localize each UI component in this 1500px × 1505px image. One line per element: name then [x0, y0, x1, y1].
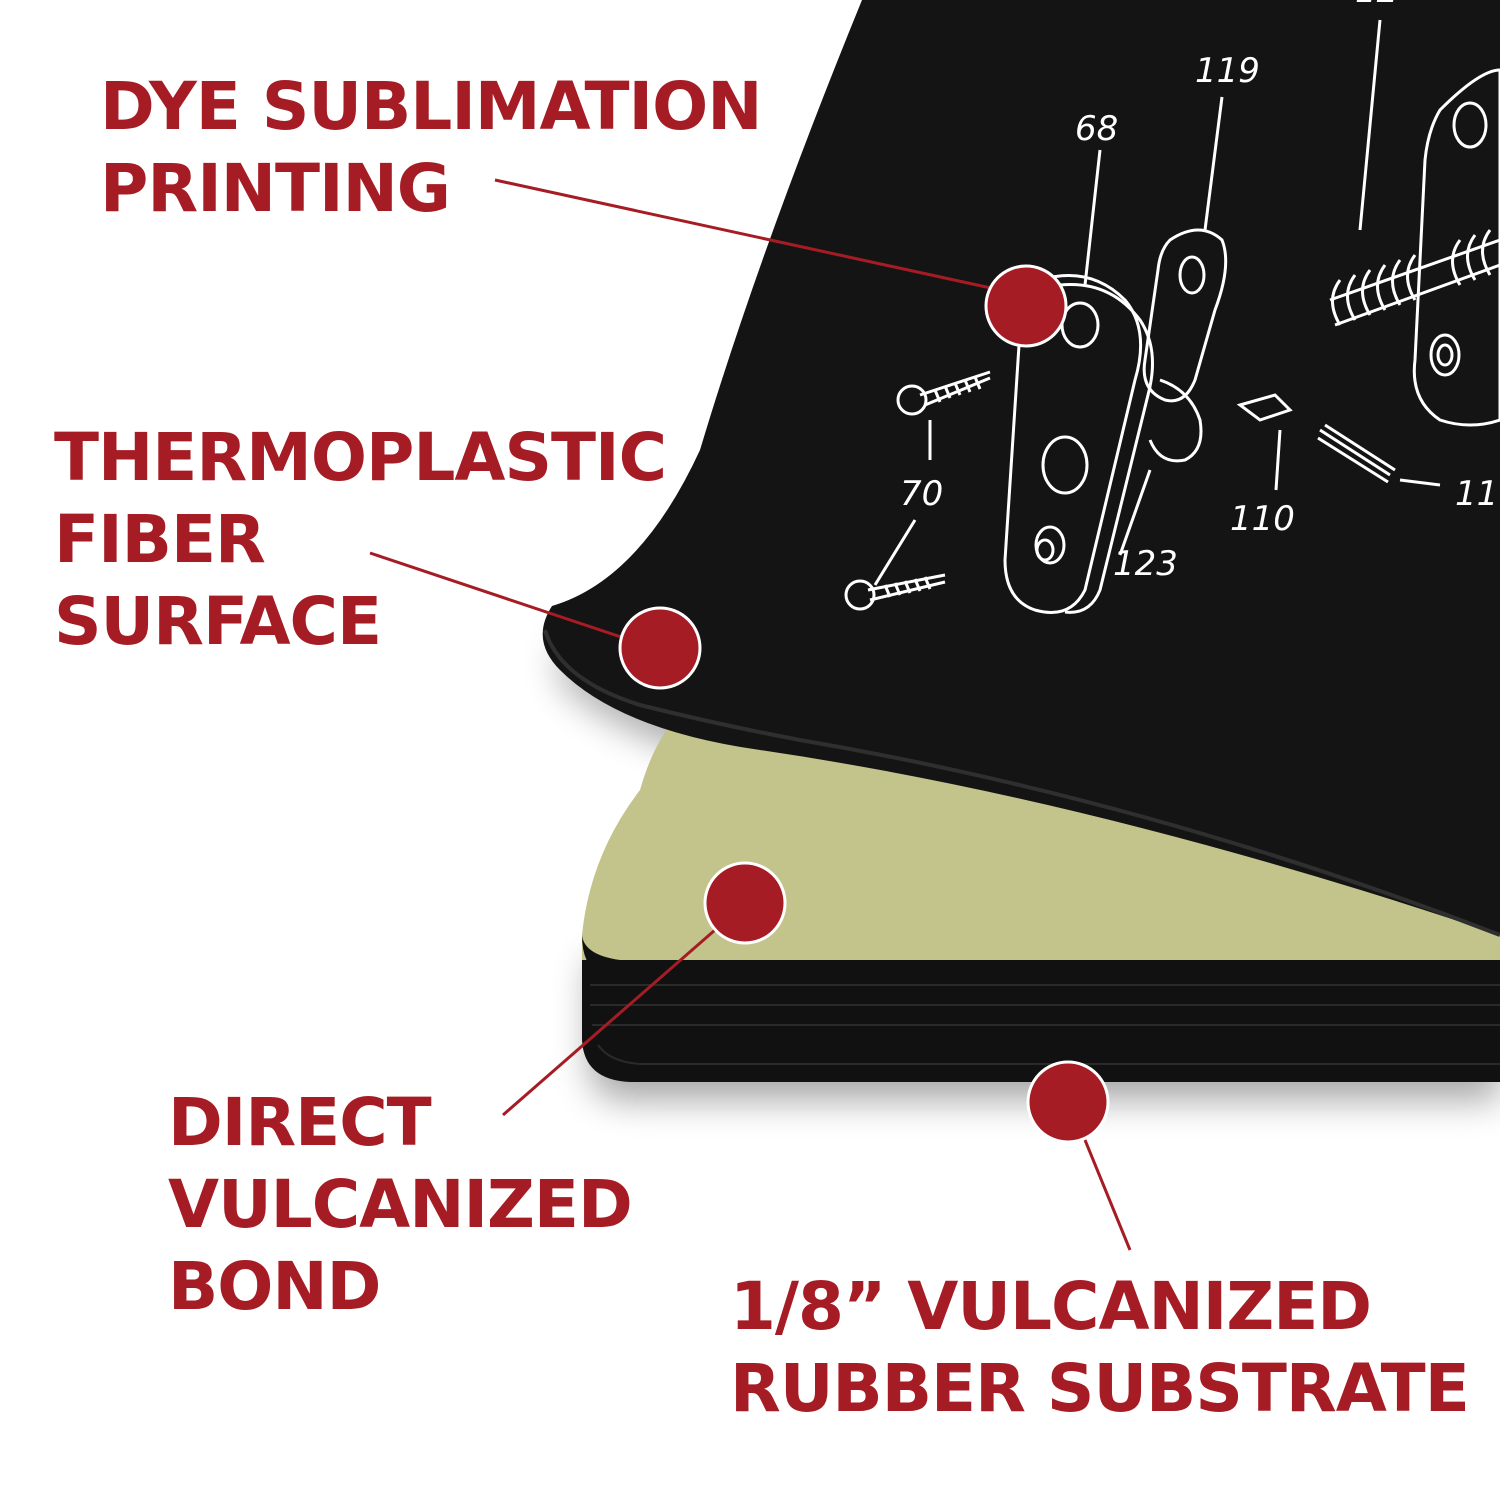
rubber-substrate-edge-lines — [590, 984, 1500, 1065]
label-line: BOND — [168, 1248, 381, 1325]
callout-line-bond — [502, 928, 716, 1117]
label-line: THERMOPLASTIC — [54, 419, 667, 496]
callout-line-dye — [494, 178, 1001, 292]
label-line: 1/8” VULCANIZED — [730, 1268, 1372, 1345]
part-number-123: 123 — [1113, 544, 1178, 584]
callout-lines — [369, 178, 1132, 1251]
part-number-110: 110 — [1230, 499, 1295, 539]
label-line: RUBBER SUBSTRATE — [730, 1350, 1470, 1427]
part-number-68: 68 — [1075, 109, 1118, 149]
callout-line-rubber — [1083, 1139, 1132, 1251]
part-number-119: 119 — [1195, 51, 1260, 91]
callout-dots — [618, 264, 1110, 1144]
fiber-surface-edge — [543, 629, 1500, 937]
callout-dot-rubber — [1026, 1060, 1110, 1144]
part-number-70: 70 — [900, 474, 943, 514]
label-rubber-substrate: 1/8” VULCANIZED RUBBER SUBSTRATE — [730, 1266, 1470, 1430]
callout-dot-thermo — [618, 606, 702, 690]
rubber-substrate-layer — [582, 940, 1500, 1082]
fiber-surface-layer — [542, 0, 1500, 935]
label-line: DYE SUBLIMATION — [100, 68, 762, 145]
callout-line-thermo — [369, 551, 631, 642]
label-line: SURFACE — [54, 583, 382, 660]
part-number-12x: 12 — [1355, 0, 1398, 11]
part-number-11x: 11 — [1455, 474, 1498, 514]
label-line: FIBER — [54, 501, 266, 578]
label-line: PRINTING — [100, 150, 451, 227]
bond-layer-top-shade — [582, 935, 1500, 975]
label-thermoplastic-fiber-surface: THERMOPLASTIC FIBER SURFACE — [54, 417, 667, 663]
label-direct-vulcanized-bond: DIRECT VULCANIZED BOND — [168, 1082, 633, 1328]
label-line: VULCANIZED — [168, 1166, 633, 1243]
callout-dot-dye — [984, 264, 1068, 348]
label-dye-sublimation: DYE SUBLIMATION PRINTING — [100, 66, 762, 230]
callout-dot-bond — [703, 861, 787, 945]
label-line: DIRECT — [168, 1084, 432, 1161]
